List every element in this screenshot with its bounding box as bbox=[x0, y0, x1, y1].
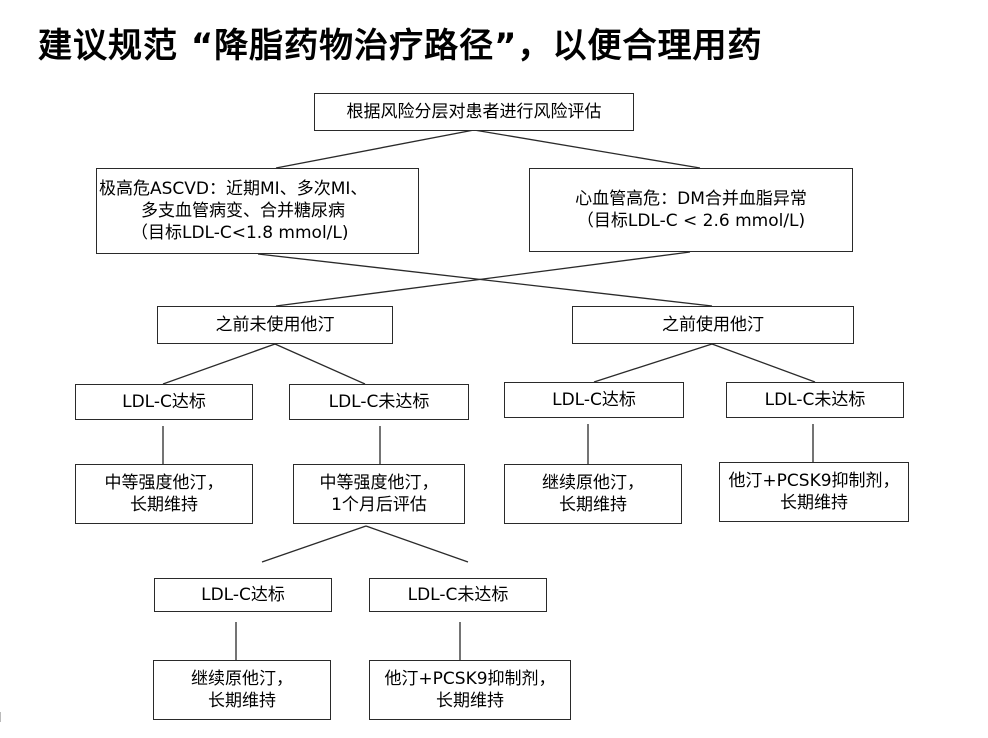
node-high-risk-line: 心血管高危：DM合并血脂异常 bbox=[575, 189, 807, 209]
node-b-met: LDL-C达标 bbox=[504, 382, 684, 418]
node-very-high-risk: 极高危ASCVD：近期MI、多次MI、 多支血管病变、合并糖尿病 （目标LDL-… bbox=[96, 168, 419, 254]
edge-no-statin-a-met bbox=[162, 343, 276, 385]
node-used-statin-line: 之前使用他汀 bbox=[662, 315, 764, 335]
edge-mark bbox=[0, 712, 5, 722]
edge-used-b-met bbox=[593, 343, 713, 383]
node-c-not-met: LDL-C未达标 bbox=[369, 578, 547, 612]
node-b-met-treatment-line: 继续原他汀， bbox=[542, 473, 644, 493]
node-c-not-met-treatment-line: 长期维持 bbox=[436, 691, 504, 711]
node-a-met-treatment-line: 中等强度他汀， bbox=[104, 473, 224, 493]
node-used-statin: 之前使用他汀 bbox=[572, 306, 854, 344]
node-a-not-met-treatment: 中等强度他汀， 1个月后评估 bbox=[293, 464, 465, 524]
node-a-met-treatment: 中等强度他汀， 长期维持 bbox=[75, 464, 253, 524]
node-root-line: 根据风险分层对患者进行风险评估 bbox=[346, 102, 602, 122]
edge-root-very-high bbox=[275, 129, 475, 169]
node-b-not-met-treatment-line: 他汀+PCSK9抑制剂， bbox=[728, 471, 900, 491]
node-c-met-line: LDL-C达标 bbox=[201, 585, 285, 605]
node-a-met-treatment-line: 长期维持 bbox=[130, 495, 198, 515]
node-c-met-treatment-line: 继续原他汀， bbox=[191, 669, 293, 689]
node-a-not-met: LDL-C未达标 bbox=[289, 384, 469, 420]
slide-title: 建议规范 “降脂药物治疗路径”，以便合理用药 bbox=[38, 26, 763, 66]
node-root: 根据风险分层对患者进行风险评估 bbox=[314, 93, 634, 131]
node-b-met-treatment: 继续原他汀， 长期维持 bbox=[504, 464, 682, 524]
node-very-high-risk-line: （目标LDL-C<1.8 mmol/L) bbox=[131, 223, 349, 243]
edge-a-not-met-tx-c-met bbox=[261, 525, 367, 563]
node-high-risk: 心血管高危：DM合并血脂异常 （目标LDL-C < 2.6 mmol/L) bbox=[529, 168, 853, 252]
node-b-not-met-treatment-line: 长期维持 bbox=[780, 493, 848, 513]
node-b-not-met: LDL-C未达标 bbox=[726, 382, 904, 418]
node-c-not-met-treatment-line: 他汀+PCSK9抑制剂， bbox=[384, 669, 556, 689]
node-a-met: LDL-C达标 bbox=[75, 384, 253, 420]
node-high-risk-line: （目标LDL-C < 2.6 mmol/L) bbox=[576, 211, 806, 231]
node-a-not-met-treatment-line: 1个月后评估 bbox=[331, 495, 427, 515]
edge-no-statin-a-not-met bbox=[274, 343, 366, 385]
node-c-not-met-line: LDL-C未达标 bbox=[407, 585, 509, 605]
node-b-met-line: LDL-C达标 bbox=[552, 390, 636, 410]
node-a-met-line: LDL-C达标 bbox=[122, 392, 206, 412]
edge-a-not-met-tx-c-not-met bbox=[365, 525, 469, 563]
edge-very-high-used bbox=[257, 253, 713, 307]
node-a-not-met-line: LDL-C未达标 bbox=[328, 392, 430, 412]
edge-root-high bbox=[473, 129, 701, 169]
node-c-met-treatment: 继续原他汀， 长期维持 bbox=[153, 660, 331, 720]
node-c-met: LDL-C达标 bbox=[154, 578, 332, 612]
node-b-met-treatment-line: 长期维持 bbox=[559, 495, 627, 515]
edge-high-no-statin bbox=[275, 251, 691, 307]
node-c-met-treatment-line: 长期维持 bbox=[208, 691, 276, 711]
node-b-not-met-line: LDL-C未达标 bbox=[764, 390, 866, 410]
node-very-high-risk-line: 多支血管病变、合并糖尿病 bbox=[141, 201, 345, 221]
node-a-not-met-treatment-line: 中等强度他汀， bbox=[319, 473, 439, 493]
edge-used-b-not-met bbox=[711, 343, 816, 383]
node-no-statin: 之前未使用他汀 bbox=[157, 306, 393, 344]
node-b-not-met-treatment: 他汀+PCSK9抑制剂， 长期维持 bbox=[719, 462, 909, 522]
node-no-statin-line: 之前未使用他汀 bbox=[215, 315, 335, 335]
node-c-not-met-treatment: 他汀+PCSK9抑制剂， 长期维持 bbox=[369, 660, 571, 720]
node-very-high-risk-line: 极高危ASCVD：近期MI、多次MI、 bbox=[99, 179, 368, 199]
